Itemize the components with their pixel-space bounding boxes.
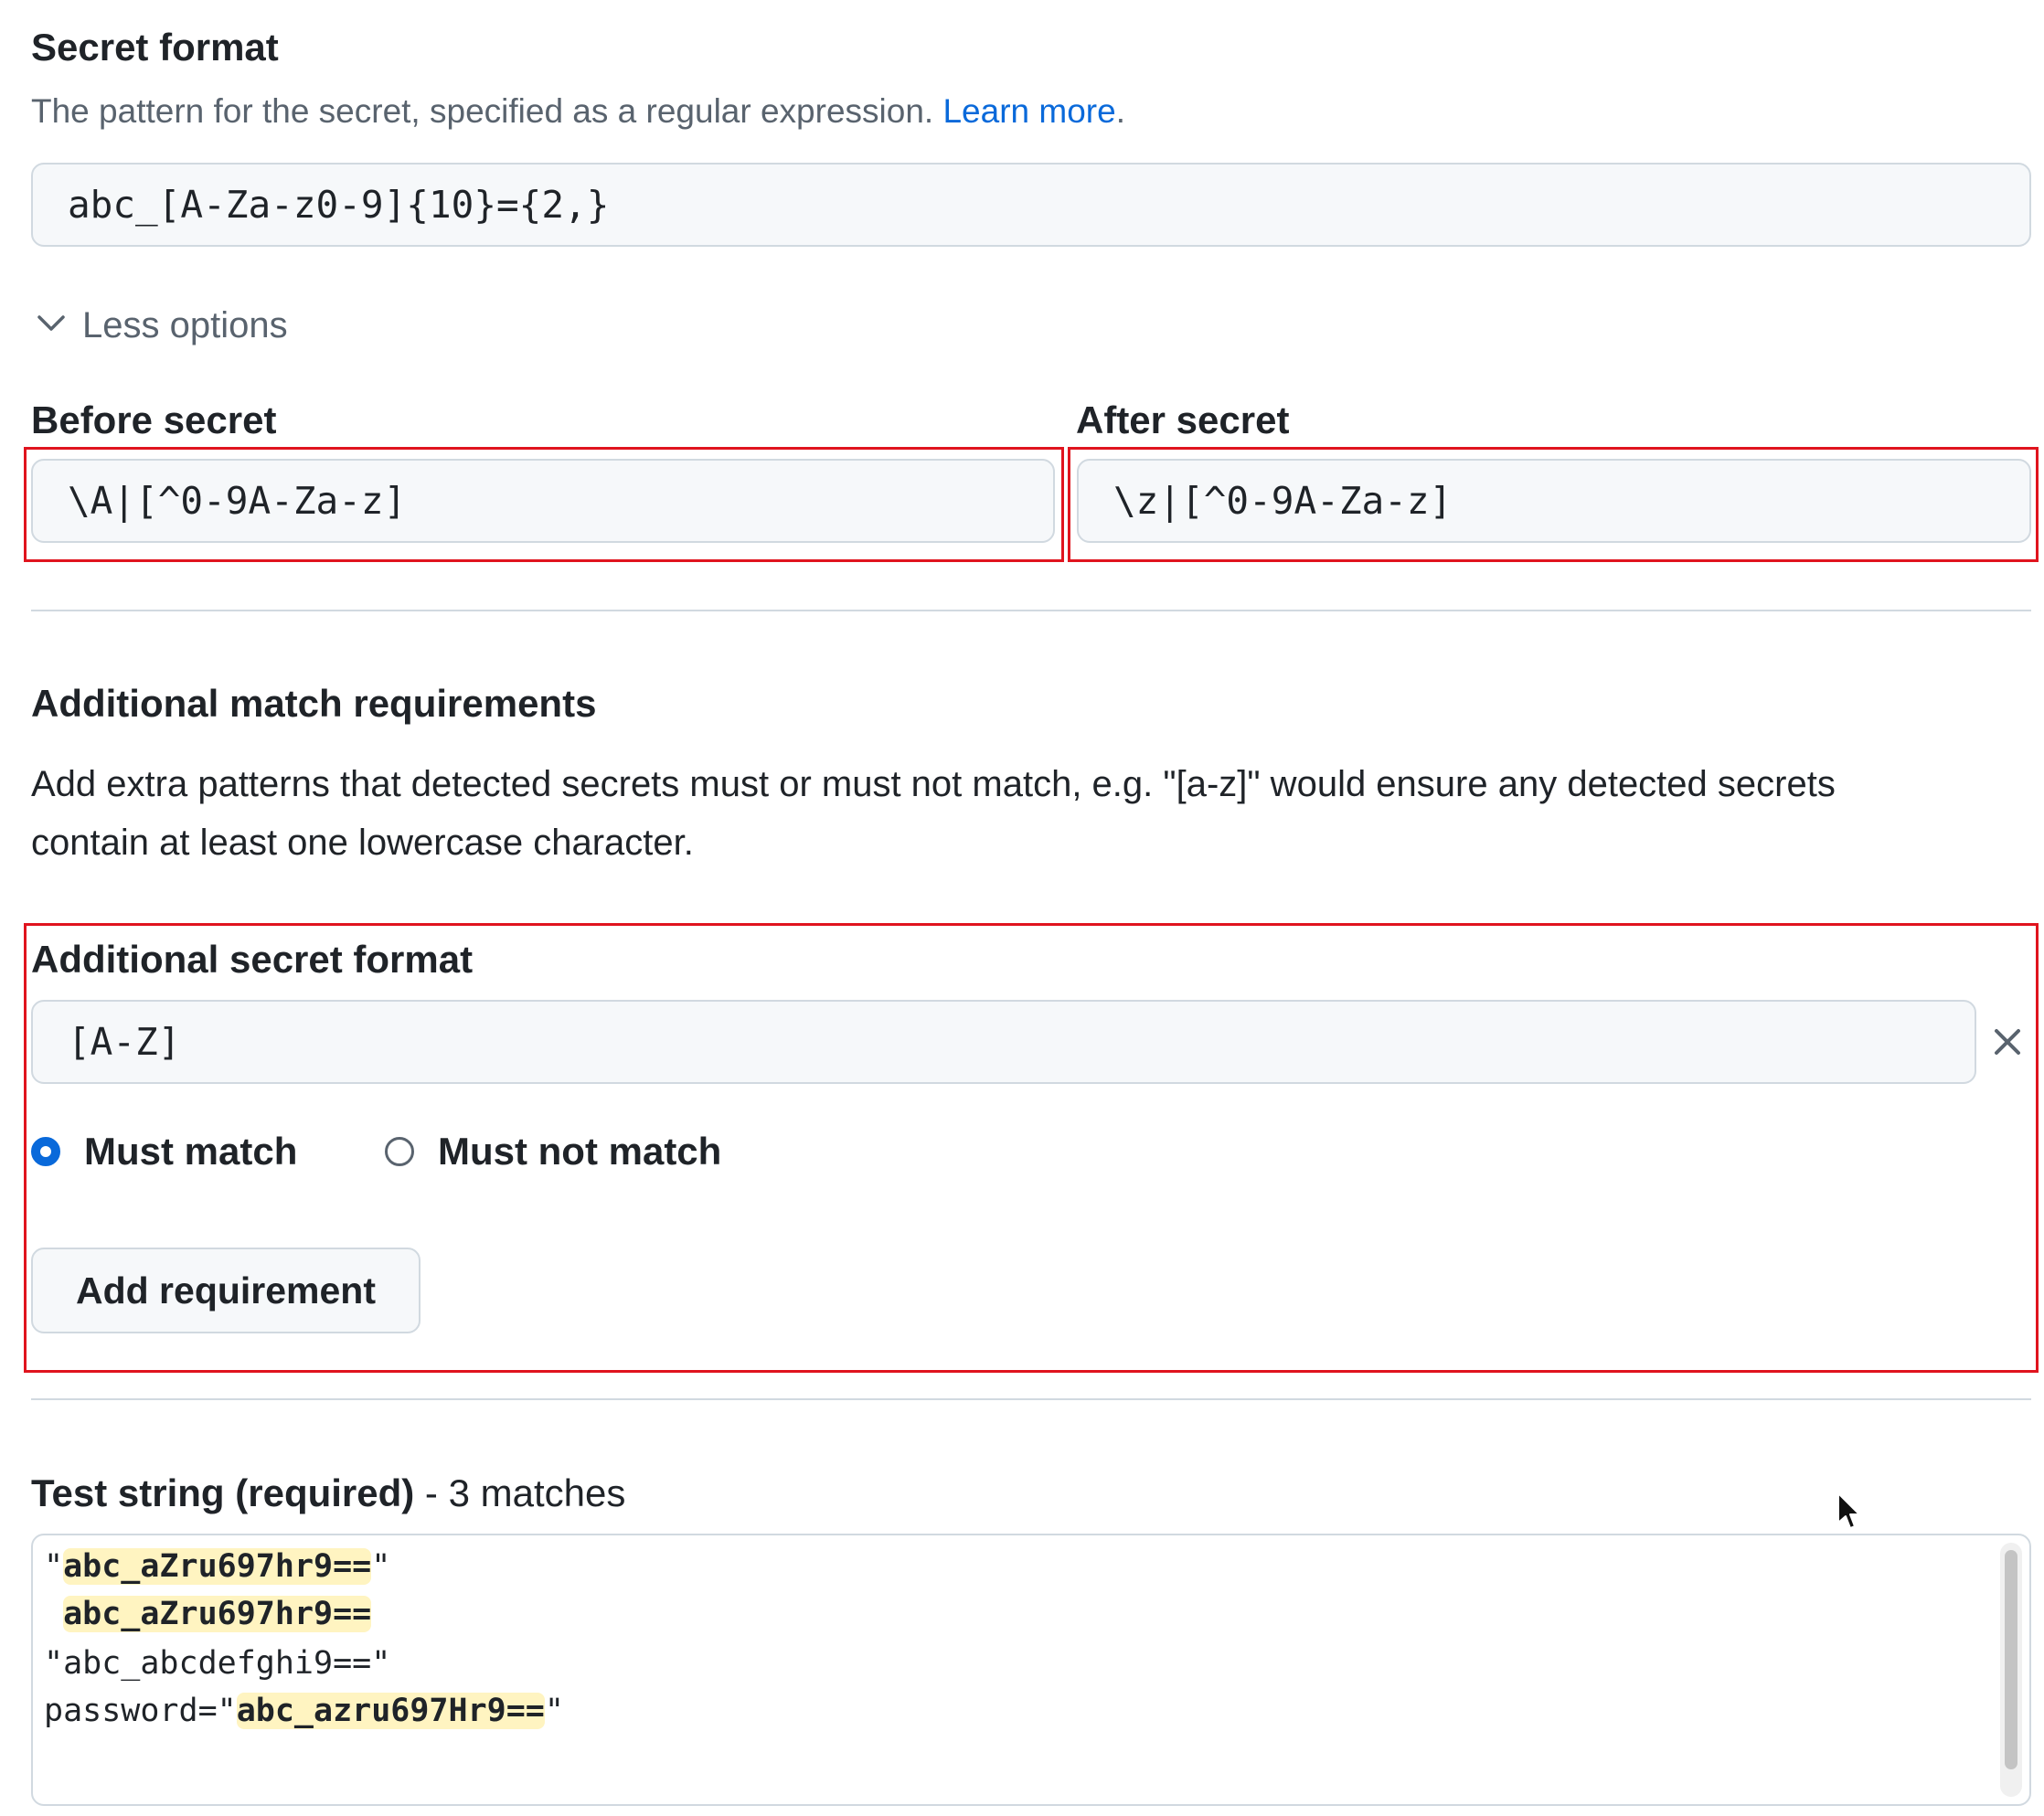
must-match-label: Must match bbox=[84, 1130, 298, 1173]
after-secret-highlight-box bbox=[1068, 447, 2039, 562]
test-line: password="abc_azru697Hr9==" bbox=[44, 1693, 564, 1729]
chevron-down-icon bbox=[37, 314, 66, 337]
less-options-label: Less options bbox=[82, 305, 288, 345]
description-line-2: contain at least one lowercase character… bbox=[31, 823, 694, 863]
remove-requirement-button[interactable] bbox=[1991, 1025, 2028, 1062]
secret-format-label: Secret format bbox=[31, 26, 279, 69]
match-highlight: abc_aZru697hr9== bbox=[63, 1596, 372, 1632]
additional-requirements-heading: Additional match requirements bbox=[31, 682, 597, 725]
match-highlight: abc_aZru697hr9== bbox=[63, 1548, 372, 1585]
before-secret-highlight-box bbox=[24, 447, 1064, 562]
section-divider bbox=[31, 610, 2031, 611]
test-string-label: Test string (required) bbox=[31, 1471, 415, 1514]
description-period: . bbox=[1115, 92, 1125, 130]
scrollbar[interactable] bbox=[2000, 1543, 2022, 1797]
close-icon bbox=[1991, 1029, 2024, 1062]
section-divider-2 bbox=[31, 1398, 2031, 1400]
must-match-radio[interactable] bbox=[31, 1137, 60, 1166]
add-requirement-button[interactable]: Add requirement bbox=[31, 1248, 421, 1333]
test-line: "abc_abcdefghi9==" bbox=[44, 1645, 391, 1682]
additional-secret-format-input[interactable]: [A-Z] bbox=[31, 1000, 1976, 1084]
secret-format-input[interactable]: abc_[A-Za-z0-9]{10}={2,} bbox=[31, 163, 2031, 247]
description-line-1: Add extra patterns that detected secrets… bbox=[31, 764, 1836, 804]
secret-format-description: The pattern for the secret, specified as… bbox=[31, 88, 1125, 135]
after-secret-label: After secret bbox=[1076, 398, 1290, 441]
test-line: "abc_aZru697hr9==" bbox=[44, 1548, 391, 1585]
match-count: - 3 matches bbox=[414, 1471, 626, 1514]
must-not-match-label: Must not match bbox=[438, 1130, 722, 1173]
additional-format-highlight-box bbox=[24, 923, 2039, 1373]
match-highlight: abc_azru697Hr9== bbox=[236, 1693, 545, 1729]
test-string-textarea[interactable]: "abc_aZru697hr9==" abc_aZru697hr9== "abc… bbox=[31, 1534, 2031, 1806]
after-secret-input[interactable]: \z|[^0-9A-Za-z] bbox=[1077, 459, 2031, 543]
must-match-option[interactable]: Must match bbox=[31, 1130, 297, 1173]
scrollbar-thumb[interactable] bbox=[2005, 1550, 2017, 1769]
must-not-match-radio[interactable] bbox=[385, 1137, 414, 1166]
test-line: abc_aZru697hr9== bbox=[44, 1592, 372, 1636]
must-not-match-option[interactable]: Must not match bbox=[385, 1130, 721, 1173]
additional-secret-format-label: Additional secret format bbox=[31, 938, 474, 981]
test-string-header: Test string (required) - 3 matches bbox=[31, 1470, 625, 1517]
before-secret-input[interactable]: \A|[^0-9A-Za-z] bbox=[31, 459, 1055, 543]
before-secret-label: Before secret bbox=[31, 398, 277, 441]
less-options-toggle[interactable]: Less options bbox=[37, 302, 288, 349]
additional-requirements-description: Add extra patterns that detected secrets… bbox=[31, 755, 1836, 872]
mouse-cursor-icon bbox=[1836, 1492, 1863, 1536]
learn-more-link[interactable]: Learn more bbox=[942, 92, 1116, 130]
secret-format-description-text: The pattern for the secret, specified as… bbox=[31, 92, 943, 130]
